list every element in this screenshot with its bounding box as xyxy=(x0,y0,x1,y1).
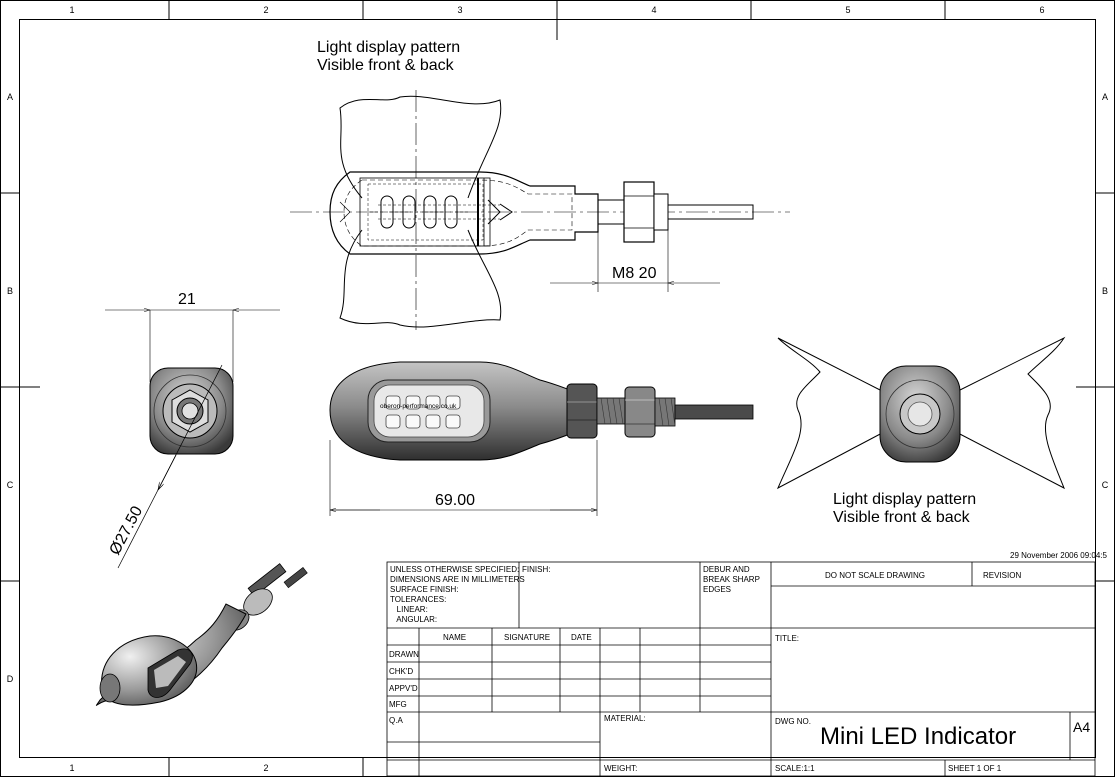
isometric-view xyxy=(96,563,308,706)
housing-section xyxy=(329,171,599,255)
column-label: 3 xyxy=(457,5,462,15)
row-label: B xyxy=(7,286,13,296)
note-line: TOLERANCES: xyxy=(390,595,446,604)
front-view: 21 Ø27.50 xyxy=(105,291,280,569)
row-label: B xyxy=(1102,286,1108,296)
column-label: 2 xyxy=(263,5,268,15)
row-label: C xyxy=(1102,480,1109,490)
column-label: 1 xyxy=(69,763,74,773)
timestamp: 29 November 2006 09:04:5 xyxy=(1010,551,1108,560)
title-block-text: UNLESS OTHERWISE SPECIFIED: DIMENSIONS A… xyxy=(389,565,1090,773)
column-label: 4 xyxy=(651,5,656,15)
title-block xyxy=(386,561,1096,777)
diameter-dimension: Ø27.50 xyxy=(107,503,147,557)
note-line: ANGULAR: xyxy=(390,615,437,624)
do-not-scale-note: DO NOT SCALE DRAWING xyxy=(825,571,925,580)
end-view: Light display pattern Visible front & ba… xyxy=(776,336,1066,526)
column-label: 1 xyxy=(69,5,74,15)
length-dimension: 69.00 xyxy=(435,492,475,509)
sheet-number: SHEET 1 OF 1 xyxy=(948,764,1002,773)
row-label-checked: CHK'D xyxy=(389,667,413,676)
column-label: 5 xyxy=(845,5,850,15)
cable-section xyxy=(667,204,754,220)
light-pattern-upper xyxy=(339,95,502,199)
row-label: C xyxy=(7,480,14,490)
light-pattern-right xyxy=(955,336,1066,490)
deburr-line: EDGES xyxy=(703,585,731,594)
dwg-no-label: DWG NO. xyxy=(775,717,811,726)
column-label: 2 xyxy=(263,763,268,773)
row-label: A xyxy=(7,92,13,102)
deburr-line: BREAK SHARP xyxy=(703,575,760,584)
note-line: LINEAR: xyxy=(390,605,428,614)
row-label: D xyxy=(7,674,14,684)
row-label-drawn: DRAWN xyxy=(389,650,419,659)
side-view: oberon-performance.co.uk 69.00 xyxy=(330,361,754,516)
top-section-view: Light display pattern Visible front & ba… xyxy=(290,39,790,330)
drawing-title: Mini LED Indicator xyxy=(820,723,1016,750)
weight-label: WEIGHT: xyxy=(604,764,637,773)
date-header: DATE xyxy=(571,633,592,642)
right-light-note-line1: Light display pattern xyxy=(833,491,976,508)
finish-label: FINISH: xyxy=(522,565,550,574)
hex-nut xyxy=(624,386,656,438)
scale-label: SCALE:1:1 xyxy=(775,764,815,773)
deburr-line: DEBUR AND xyxy=(703,565,750,574)
row-label-qa: Q.A xyxy=(389,716,403,725)
led-array xyxy=(385,395,461,429)
note-line: DIMENSIONS ARE IN MILLIMETERS xyxy=(390,575,525,584)
top-light-note-line2: Visible front & back xyxy=(317,57,455,74)
zone-labels: 1 2 3 4 5 6 1 2 A B C D A B C xyxy=(7,5,1109,773)
hex-nut-section xyxy=(623,181,655,243)
row-label: A xyxy=(1102,92,1108,102)
sheet-size: A4 xyxy=(1073,719,1090,735)
material-label: MATERIAL: xyxy=(604,714,646,723)
row-label-approved: APPV'D xyxy=(389,684,418,693)
light-pattern-left xyxy=(776,337,885,490)
led-row xyxy=(370,195,513,229)
column-label: 6 xyxy=(1039,5,1044,15)
light-pattern-lower xyxy=(339,229,502,328)
top-light-note-line1: Light display pattern xyxy=(317,39,460,56)
name-header: NAME xyxy=(443,633,466,642)
note-line: UNLESS OTHERWISE SPECIFIED: xyxy=(390,565,519,574)
right-light-note-line2: Visible front & back xyxy=(833,509,971,526)
note-line: SURFACE FINISH: xyxy=(390,585,458,594)
thread-dimension: M8 20 xyxy=(612,265,657,282)
revision-label: REVISION xyxy=(983,571,1021,580)
row-label-mfg: MFG xyxy=(389,700,407,709)
title-label: TITLE: xyxy=(775,634,799,643)
signature-header: SIGNATURE xyxy=(504,633,550,642)
cable xyxy=(674,404,754,420)
width-dimension: 21 xyxy=(178,291,196,308)
lens-watermark: oberon-performance.co.uk xyxy=(380,403,457,410)
